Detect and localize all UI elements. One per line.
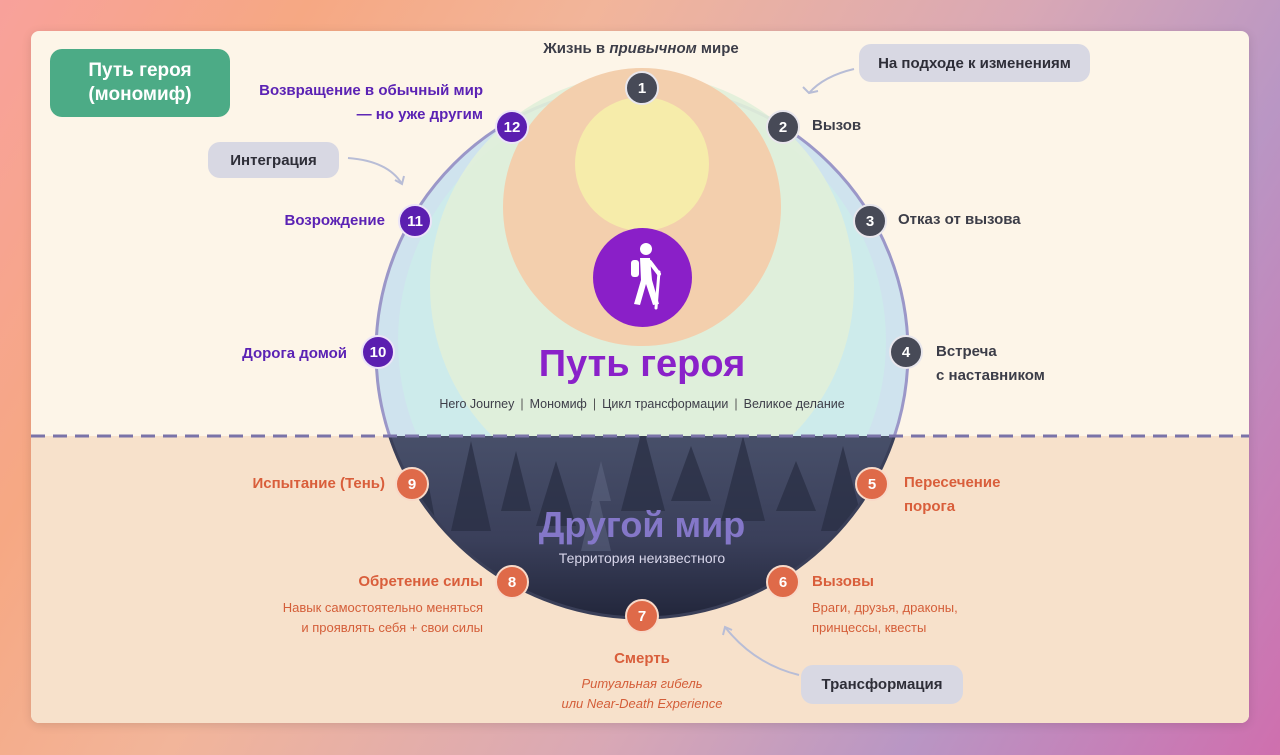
step-6-description: Враги, друзья, драконы, принцессы, квест… [812,600,958,636]
step-12-label: Возвращение в обычный мир — но уже други… [259,82,483,123]
pill-transformation: Трансформация [801,665,963,704]
step-5-label: Пересечение порога [904,474,1001,515]
step-10-marker: 10 [361,335,395,369]
center-subtitles: Hero Journey|Мономиф|Цикл трансформации|… [439,397,845,411]
step-9-marker: 9 [395,467,429,501]
curved-arrow-icon [347,157,403,185]
step-2-label: Вызов [812,117,862,134]
title-box: Путь героя (мономиф) [50,49,230,117]
step-9-label: Испытание (Тень) [252,475,385,492]
step-12-marker: 12 [495,110,529,144]
hero-journey-circle [31,68,1249,676]
step-10-label: Дорога домой [242,345,347,362]
pill-integration: Интеграция [208,142,339,178]
step-7-label: Смерть [614,650,670,667]
other-world-subtitle: Территория неизвестного [558,550,726,566]
step-6-label: Вызовы [812,573,874,590]
ordinary-world-label: Жизнь в привычном мире [543,40,739,57]
step-2-marker: 2 [766,110,800,144]
pill-changes: На подходе к изменениям [859,44,1090,82]
step-11-label: Возрождение [284,212,385,229]
step-4-marker: 4 [889,335,923,369]
step-7-description: Ритуальная гибель или Near-Death Experie… [561,676,723,712]
step-8-marker: 8 [495,565,529,599]
step-4-label: Встреча с наставником [936,343,1045,384]
step-5-marker: 5 [855,467,889,501]
step-8-label: Обретение силы [358,573,483,590]
title-line-2: (мономиф) [88,84,192,105]
hiker-icon [593,228,692,327]
center-title: Путь героя [538,343,746,385]
step-3-marker: 3 [853,204,887,238]
step-11-marker: 11 [398,204,432,238]
curved-arrow-icon [808,68,855,94]
title-line-1: Путь героя [88,60,192,82]
step-1-marker: 1 [625,71,659,105]
step-7-marker: 7 [625,599,659,633]
step-8-description: Навык самостоятельно меняться и проявлят… [282,600,483,636]
step-3-label: Отказ от вызова [898,211,1021,228]
curved-arrow-icon [724,626,800,676]
diagram-card: Путь героя (мономиф) Жизнь в привычном м… [31,31,1249,723]
other-world-title: Другой мир [538,504,746,545]
step-6-marker: 6 [766,565,800,599]
